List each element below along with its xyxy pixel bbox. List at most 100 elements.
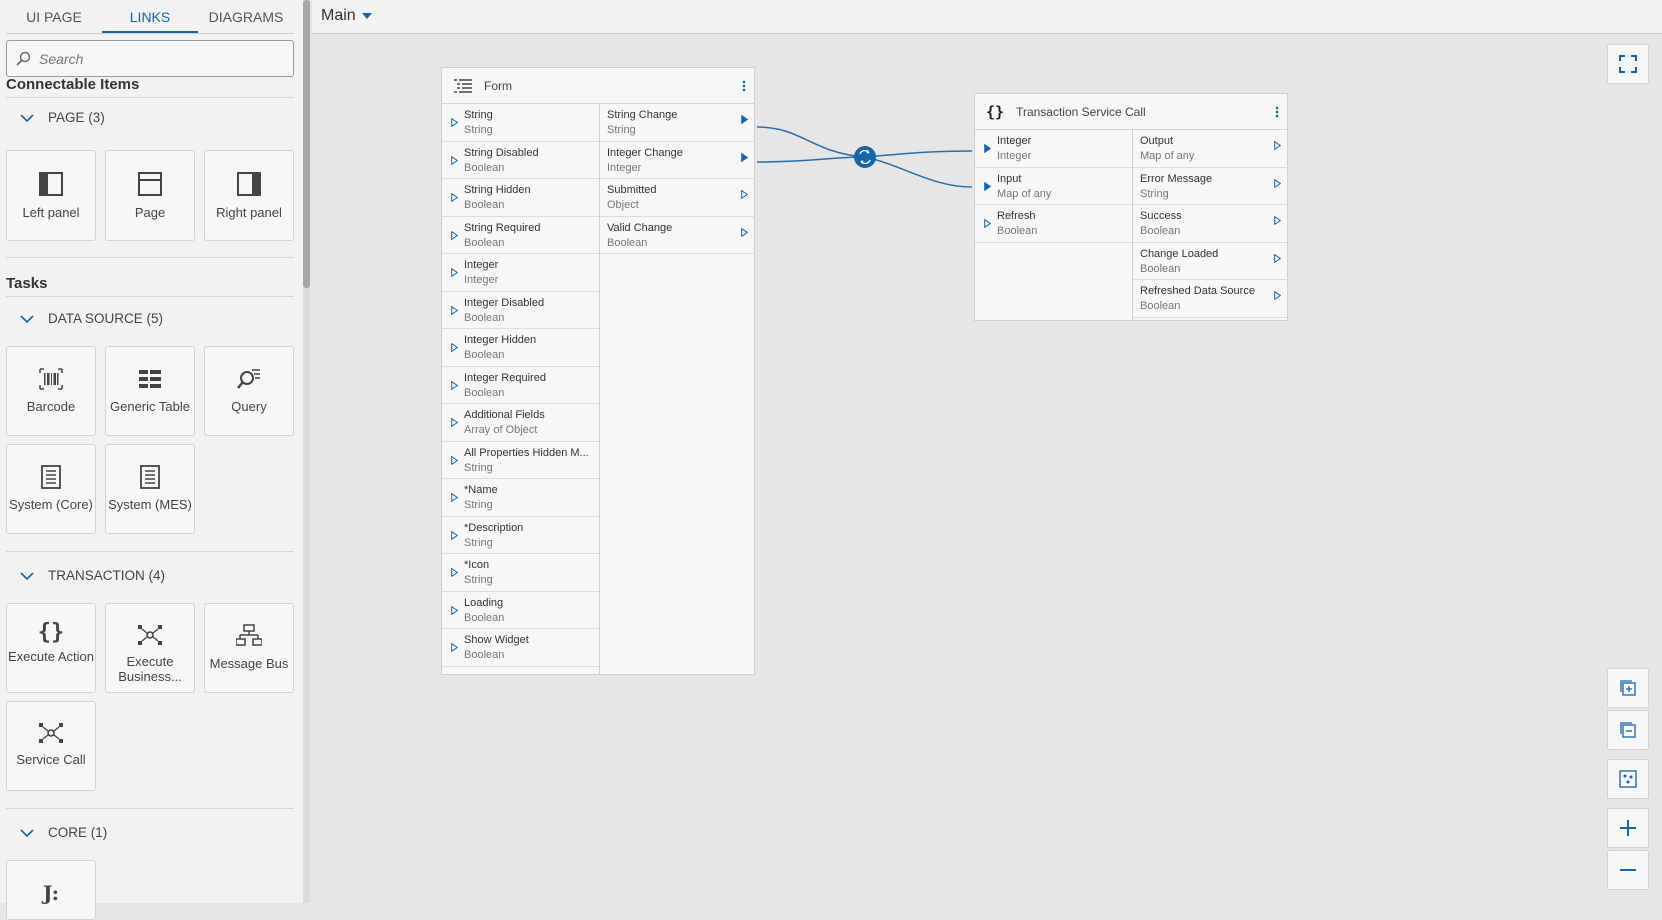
tile-execute-business[interactable]: Execute Business... xyxy=(105,603,195,693)
sidebar-scrollbar[interactable] xyxy=(303,0,310,903)
output-port-arrow-icon[interactable] xyxy=(1274,216,1281,225)
input-port-arrow-icon[interactable] xyxy=(451,193,458,202)
form-node-header[interactable]: Form xyxy=(442,68,754,104)
output-port-arrow-icon[interactable] xyxy=(741,227,748,237)
zoom-in-button[interactable] xyxy=(1607,808,1649,848)
tile-query[interactable]: Query xyxy=(204,346,294,436)
tile-right-panel[interactable]: Right panel xyxy=(204,150,294,241)
input-port-arrow-icon[interactable] xyxy=(451,118,458,127)
output-port-arrow-icon[interactable] xyxy=(1274,178,1281,188)
input-port-arrow-icon[interactable] xyxy=(451,605,458,615)
input-port-arrow-icon[interactable] xyxy=(451,418,458,427)
input-port-arrow-icon[interactable] xyxy=(451,230,458,240)
tab-ui-page[interactable]: UI PAGE xyxy=(26,9,82,25)
input-port-row[interactable]: All Properties Hidden M...String xyxy=(442,442,599,479)
tile-left-panel[interactable]: Left panel xyxy=(6,150,96,241)
kebab-menu-icon[interactable] xyxy=(1275,106,1279,118)
tile-page[interactable]: Page xyxy=(105,150,195,241)
output-port-arrow-icon[interactable] xyxy=(1274,141,1281,150)
input-port-arrow-icon[interactable] xyxy=(984,144,991,153)
input-port-arrow-icon[interactable] xyxy=(451,268,458,277)
tile-core-item[interactable]: J: xyxy=(6,860,96,920)
input-port-arrow-icon[interactable] xyxy=(451,343,458,352)
tile-execute-action[interactable]: {} Execute Action xyxy=(6,603,96,693)
collapse-all-button[interactable] xyxy=(1607,710,1649,750)
kebab-menu-icon[interactable] xyxy=(742,80,746,92)
scrollbar-thumb[interactable] xyxy=(303,0,310,288)
input-port-arrow-icon[interactable] xyxy=(451,530,458,540)
output-port-arrow-icon[interactable] xyxy=(741,190,748,199)
group-page-header[interactable]: PAGE (3) xyxy=(20,110,105,125)
tile-barcode[interactable]: Barcode xyxy=(6,346,96,436)
group-transaction-header[interactable]: TRANSACTION (4) xyxy=(20,568,165,583)
output-port-arrow-icon[interactable] xyxy=(1274,253,1281,263)
tab-links[interactable]: LINKS xyxy=(102,0,198,33)
port-type: Map of any xyxy=(997,187,1052,200)
connectable-items-title: Connectable Items xyxy=(6,76,294,98)
barcode-icon xyxy=(39,368,63,390)
search-input[interactable] xyxy=(39,49,279,69)
expand-all-button[interactable] xyxy=(1607,668,1649,708)
group-core-header[interactable]: CORE (1) xyxy=(20,825,107,840)
port-name: *Description xyxy=(464,521,524,534)
tile-service-call[interactable]: Service Call xyxy=(6,701,96,791)
input-port-arrow-icon[interactable] xyxy=(451,380,458,390)
input-port-arrow-icon[interactable] xyxy=(451,568,458,577)
input-port-arrow-icon[interactable] xyxy=(984,181,991,191)
tab-diagrams[interactable]: DIAGRAMS xyxy=(208,9,284,25)
output-port-arrow-icon[interactable] xyxy=(741,115,748,124)
input-port-arrow-icon[interactable] xyxy=(451,493,458,502)
tile-message-bus[interactable]: Message Bus xyxy=(204,603,294,693)
input-port-arrow-icon[interactable] xyxy=(984,219,991,228)
tile-system-core[interactable]: System (Core) xyxy=(6,444,96,534)
fullscreen-button[interactable] xyxy=(1607,44,1649,84)
view-selector[interactable]: Main xyxy=(321,7,372,25)
input-port-arrow-icon[interactable] xyxy=(451,643,458,652)
tile-system-mes[interactable]: System (MES) xyxy=(105,444,195,534)
input-port-arrow-icon[interactable] xyxy=(451,305,458,315)
group-data-source-label: DATA SOURCE (5) xyxy=(48,311,164,326)
group-data-source-header[interactable]: DATA SOURCE (5) xyxy=(20,311,163,326)
output-port-arrow-icon[interactable] xyxy=(1274,291,1281,300)
auto-layout-button[interactable] xyxy=(1607,759,1649,799)
view-selector-label: Main xyxy=(321,7,356,24)
tile-generic-table[interactable]: Generic Table xyxy=(105,346,195,436)
tsc-node-header[interactable]: {} Transaction Service Call xyxy=(975,94,1287,130)
input-port-arrow-icon[interactable] xyxy=(451,455,458,465)
output-port-arrow-icon[interactable] xyxy=(741,152,748,162)
zoom-out-button[interactable] xyxy=(1607,850,1649,890)
input-port-arrow-icon[interactable] xyxy=(451,155,458,165)
chevron-down-icon xyxy=(20,314,34,323)
braces-icon: {} xyxy=(37,620,65,645)
